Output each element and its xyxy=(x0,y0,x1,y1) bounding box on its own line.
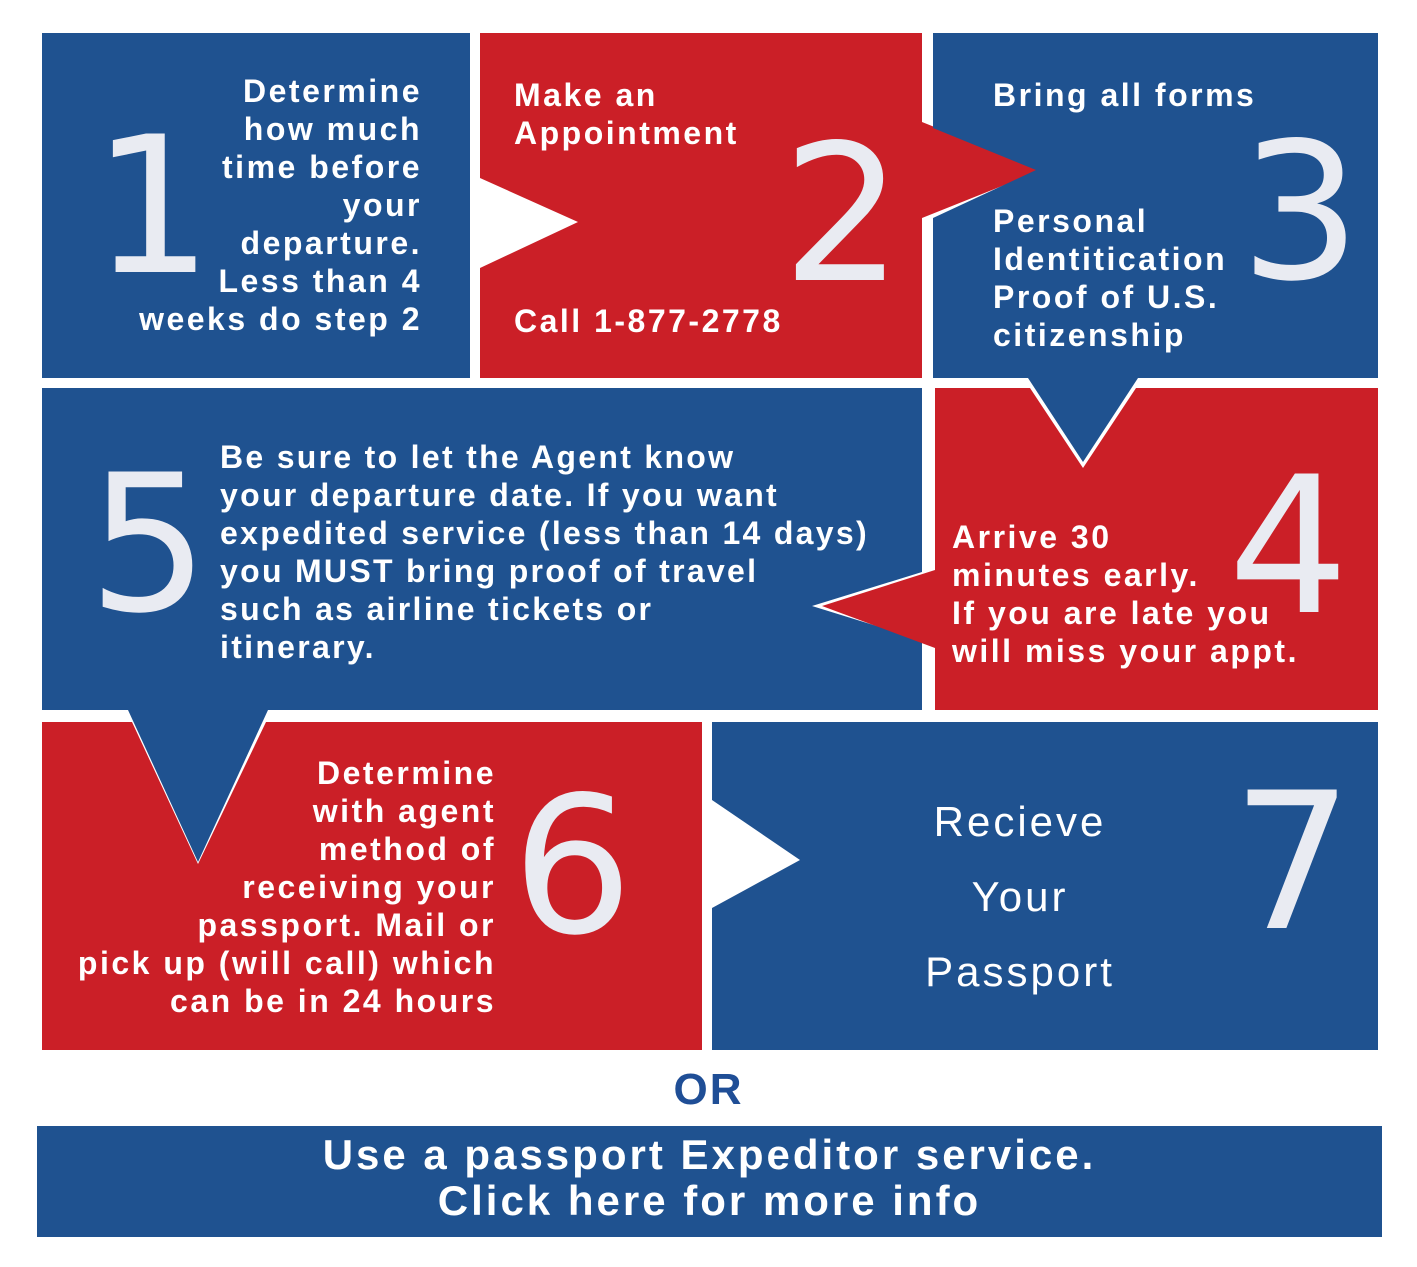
step-1-number: 1 xyxy=(92,96,213,317)
step-3-title: Bring all forms xyxy=(993,77,1257,113)
step-6-text: Determine with agent method of receiving… xyxy=(77,755,496,1019)
step-3-panel xyxy=(933,33,1378,462)
expeditor-link-banner[interactable]: Use a passport Expeditor service. Click … xyxy=(37,1126,1382,1237)
expeditor-link-text[interactable]: Use a passport Expeditor service. Click … xyxy=(322,1131,1097,1224)
step-2-panel xyxy=(480,33,1042,378)
step-7-text: Recieve Your Passport xyxy=(925,798,1115,995)
step-3-text: Personal Identitication Proof of U.S. ci… xyxy=(993,203,1228,353)
step-4-number: 4 xyxy=(1228,436,1349,657)
step-5-number: 5 xyxy=(88,434,209,655)
step-2-title: Make an Appointment xyxy=(514,77,739,151)
step-6-panel xyxy=(42,722,702,1050)
step-2-number: 2 xyxy=(782,104,903,325)
step-3-number: 3 xyxy=(1240,102,1361,323)
or-label: OR xyxy=(673,1065,744,1114)
step-5-text: Be sure to let the Agent know your depar… xyxy=(220,439,869,665)
step-1-text: Determine how much time before your depa… xyxy=(139,73,422,337)
step-6-number: 6 xyxy=(512,756,633,977)
step-2-phone[interactable]: Call 1-877-2778 xyxy=(514,303,783,339)
step-4-text: Arrive 30 minutes early. If you are late… xyxy=(952,519,1299,669)
step-7-number: 7 xyxy=(1232,752,1353,973)
step-5-panel xyxy=(42,388,922,862)
step-1-panel xyxy=(42,33,470,378)
step-4-panel xyxy=(822,388,1378,710)
step-7-panel xyxy=(712,722,1378,1050)
